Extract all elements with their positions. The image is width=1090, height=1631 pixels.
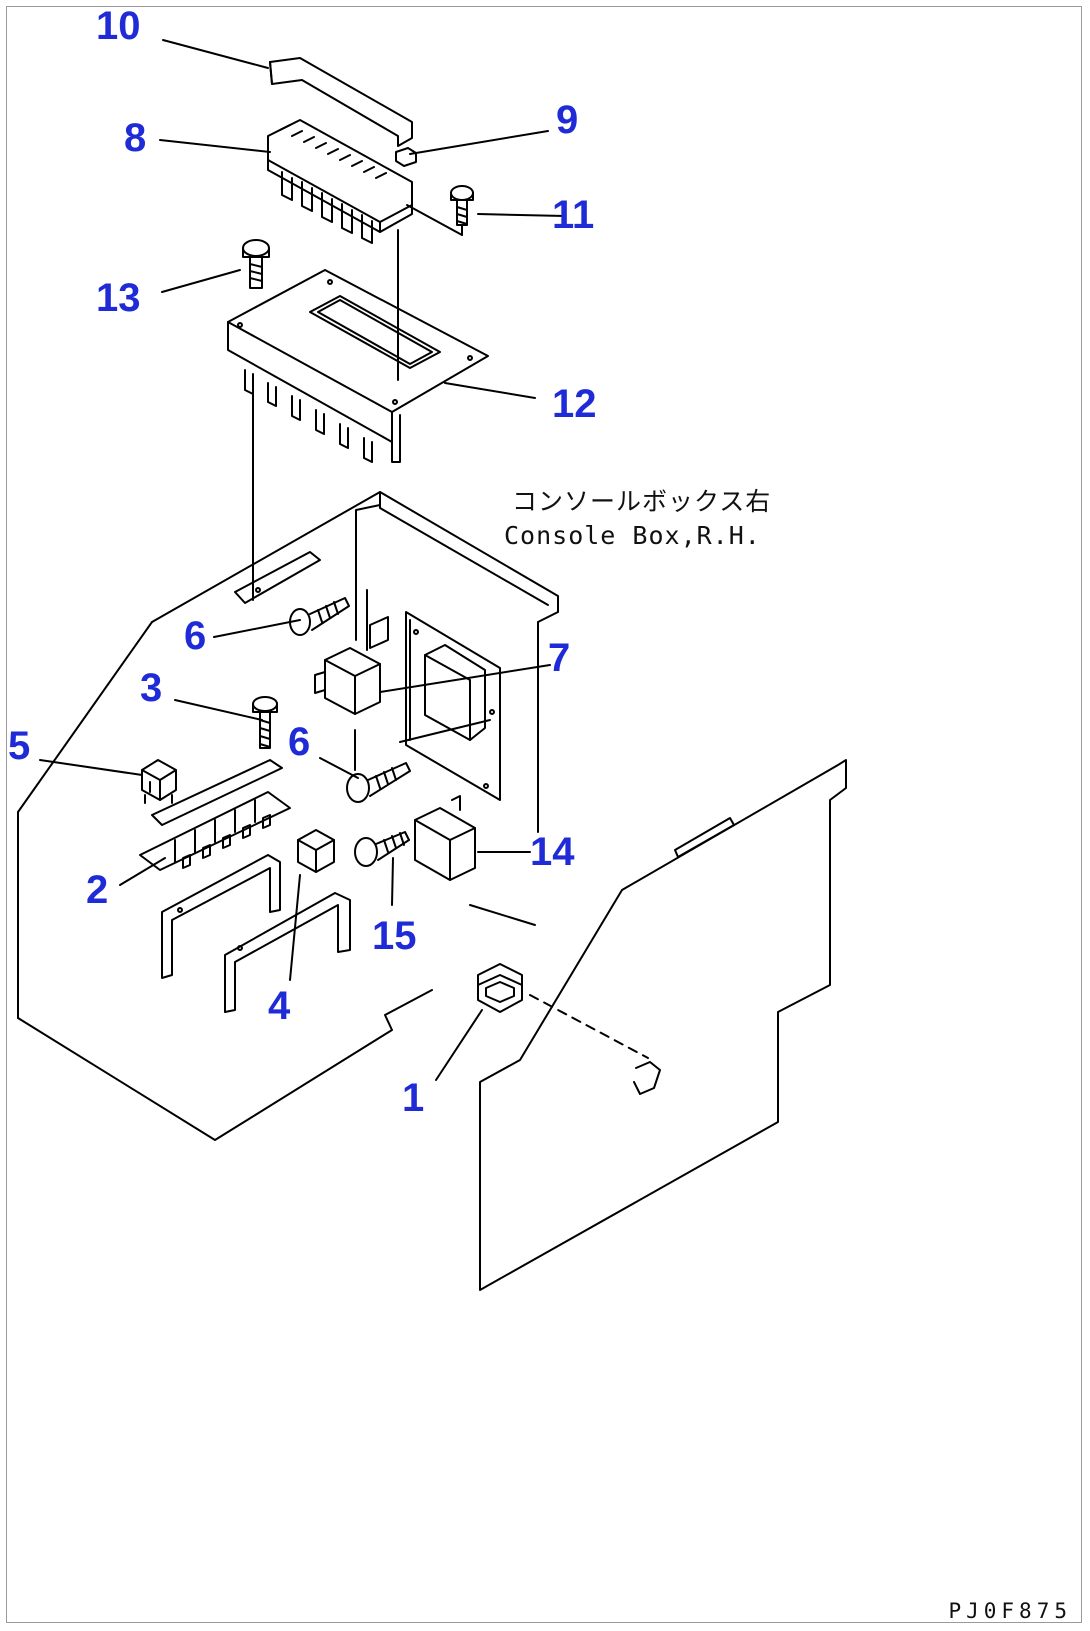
- drawing-code: PJ0F875: [948, 1599, 1072, 1623]
- part-label-13: 13: [96, 276, 141, 320]
- part-11-screw: [450, 185, 474, 226]
- part-14-relay: [414, 795, 476, 881]
- part-9-fuse: [395, 147, 417, 167]
- part-label-7: 7: [548, 636, 571, 680]
- part-label-6-upper: 6: [184, 614, 207, 658]
- part-label-9: 9: [556, 98, 579, 142]
- part-15-bolt: [354, 831, 410, 867]
- part-1-connector: [477, 963, 661, 1095]
- part-label-6-lower: 6: [288, 720, 311, 764]
- part-2-relay-plate: [139, 759, 291, 871]
- part-label-8: 8: [124, 116, 147, 160]
- part-7-relay: [314, 616, 389, 715]
- part-label-12: 12: [552, 382, 597, 426]
- part-label-5: 5: [8, 724, 31, 768]
- part-13-bolt: [242, 239, 270, 289]
- part-label-11: 11: [552, 193, 595, 237]
- console-box-body: [17, 491, 559, 1141]
- mounting-brackets: [161, 854, 351, 1013]
- caption-japanese: コンソールボックス右: [512, 487, 772, 516]
- part-8-fuse-block: [267, 119, 413, 244]
- part-3-bolt: [252, 696, 278, 749]
- part-6-lower-bolt: [346, 762, 411, 803]
- part-label-1: 1: [402, 1076, 425, 1120]
- part-12-bracket: [227, 269, 489, 463]
- side-panel: [479, 759, 847, 1291]
- part-6-upper-bolt: [289, 597, 350, 636]
- leader-lines: [39, 39, 649, 1081]
- part-label-3: 3: [140, 666, 163, 710]
- part-label-14: 14: [530, 830, 575, 874]
- part-10-cover: [269, 57, 413, 147]
- part-label-10: 10: [96, 4, 141, 48]
- part-5-relay: [141, 759, 177, 804]
- caption-english: Console Box,R.H.: [504, 521, 761, 550]
- part-4-relay: [297, 829, 335, 873]
- part-label-15: 15: [372, 914, 417, 958]
- part-label-2: 2: [86, 868, 109, 912]
- part-label-4: 4: [268, 984, 291, 1028]
